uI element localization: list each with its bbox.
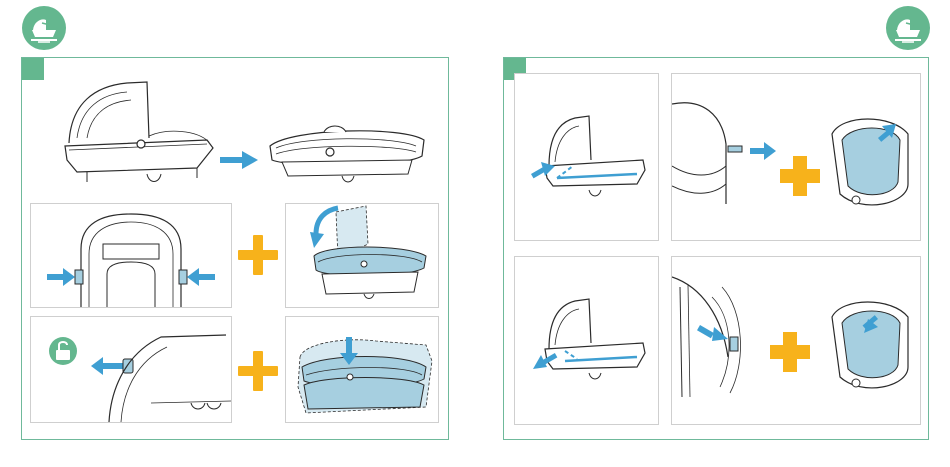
bassinet-icon bbox=[22, 6, 66, 50]
fold-canopy-box bbox=[285, 203, 439, 308]
bassinet-folded-illustration bbox=[262, 116, 432, 191]
bassinet-icon bbox=[886, 6, 930, 50]
unlock-box bbox=[30, 316, 232, 423]
plus-icon bbox=[238, 235, 278, 275]
plus-icon bbox=[238, 351, 278, 391]
rain-cover-clip-box bbox=[671, 73, 921, 241]
rain-cover-remove-box bbox=[671, 256, 921, 425]
press-down-box bbox=[285, 316, 439, 423]
right-arrow bbox=[220, 150, 260, 170]
panel-right bbox=[503, 57, 929, 440]
step-marker bbox=[22, 58, 44, 80]
rain-cover-attach-box bbox=[514, 73, 659, 241]
panel-left bbox=[21, 57, 449, 440]
frame-buttons-box bbox=[30, 203, 232, 308]
rain-cover-detach-box bbox=[514, 256, 659, 425]
bassinet-raised-illustration bbox=[57, 68, 217, 193]
